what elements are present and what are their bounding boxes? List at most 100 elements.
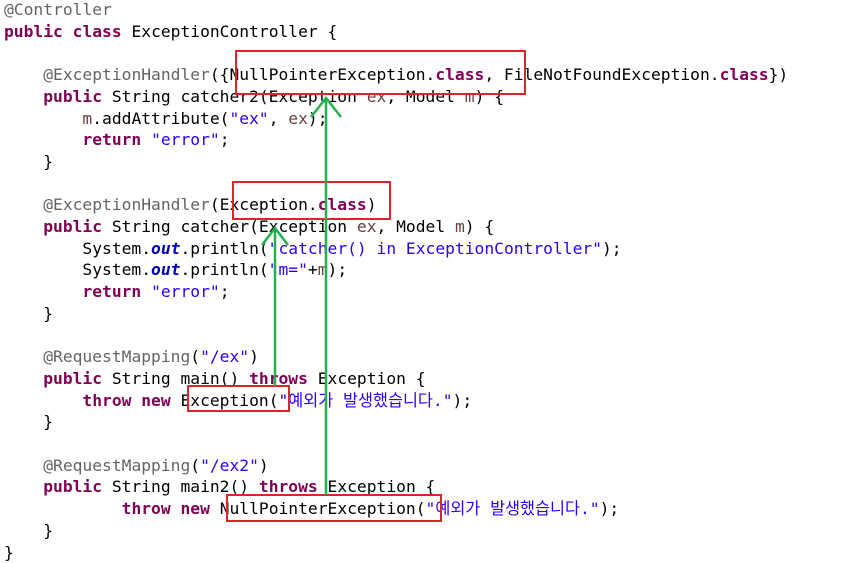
code-token: String catcher2(Exception: [102, 87, 367, 106]
code-token: );: [600, 499, 620, 518]
code-token: return: [82, 282, 141, 301]
code-token: System.: [4, 260, 151, 279]
code-token: ): [249, 347, 259, 366]
code-token: ExceptionController {: [122, 22, 338, 41]
code-token: .println(: [180, 260, 268, 279]
code-token: [131, 391, 141, 410]
code-token: @ExceptionHandler: [43, 195, 210, 214]
code-token: String catcher(Exception: [102, 217, 357, 236]
code-line[interactable]: throw new NullPointerException("예외가 발생했습…: [4, 498, 619, 520]
code-token: [4, 391, 82, 410]
code-line[interactable]: @Controller: [4, 0, 112, 21]
code-token: [4, 109, 82, 128]
code-token: throws: [249, 369, 308, 388]
code-token: public: [43, 217, 102, 236]
code-token: , Model: [386, 87, 464, 106]
code-line[interactable]: m.addAttribute("ex", ex);: [4, 108, 328, 130]
code-token: +: [308, 260, 318, 279]
code-token: [4, 130, 82, 149]
code-line[interactable]: }: [4, 303, 53, 325]
code-line[interactable]: @ExceptionHandler(Exception.class): [4, 194, 377, 216]
code-token: (Exception.: [210, 195, 318, 214]
code-token: class: [720, 65, 769, 84]
code-token: }: [4, 304, 53, 323]
code-token: @ExceptionHandler: [43, 65, 210, 84]
code-line[interactable]: }: [4, 520, 53, 542]
code-line[interactable]: public String main2() throws Exception {: [4, 476, 435, 498]
code-token: class: [73, 22, 122, 41]
code-token: , FileNotFoundException.: [484, 65, 719, 84]
code-token: ex: [288, 109, 308, 128]
code-token: }: [4, 521, 53, 540]
code-token: "error": [151, 130, 220, 149]
code-token: [63, 22, 73, 41]
code-token: "catcher() in ExceptionController": [269, 239, 602, 258]
code-line[interactable]: System.out.println("m="+m);: [4, 259, 347, 281]
code-token: @Controller: [4, 0, 112, 19]
code-token: m: [455, 217, 465, 236]
code-token: }): [769, 65, 789, 84]
code-token: return: [82, 130, 141, 149]
code-token: class: [318, 195, 367, 214]
code-token: Exception {: [308, 369, 426, 388]
code-line[interactable]: return "error";: [4, 129, 230, 151]
code-token: ;: [220, 130, 230, 149]
code-token: "/ex2": [200, 456, 259, 475]
code-token: public: [43, 477, 102, 496]
code-line[interactable]: System.out.println("catcher() in Excepti…: [4, 238, 622, 260]
code-token: [4, 456, 43, 475]
code-line[interactable]: return "error";: [4, 281, 230, 303]
code-line[interactable]: public class ExceptionController {: [4, 21, 337, 43]
code-line[interactable]: public String main() throws Exception {: [4, 368, 426, 390]
code-token: [4, 282, 82, 301]
code-token: NullPointerException(: [210, 499, 426, 518]
code-token: throw: [82, 391, 131, 410]
code-token: );: [328, 260, 348, 279]
code-token: ): [367, 195, 377, 214]
code-token: "예외가 발생했습니다.": [279, 391, 453, 410]
code-token: [141, 130, 151, 149]
code-token: String main2(): [102, 477, 259, 496]
code-line[interactable]: @ExceptionHandler({NullPointerException.…: [4, 64, 788, 86]
code-token: m: [465, 87, 475, 106]
code-token: [4, 87, 43, 106]
code-token: new: [180, 499, 209, 518]
code-token: [4, 477, 43, 496]
code-token: [4, 369, 43, 388]
code-token: ex: [357, 217, 377, 236]
code-line[interactable]: throw new Exception("예외가 발생했습니다.");: [4, 390, 472, 412]
code-token: throws: [259, 477, 318, 496]
code-token: String main(): [102, 369, 249, 388]
code-token: @RequestMapping: [43, 347, 190, 366]
code-token: ,: [269, 109, 289, 128]
code-token: }: [4, 543, 14, 562]
code-token: .println(: [180, 239, 268, 258]
code-token: ) {: [465, 217, 494, 236]
code-token: [171, 499, 181, 518]
code-token: "m=": [269, 260, 308, 279]
code-token: [4, 195, 43, 214]
code-token: throw: [122, 499, 171, 518]
code-line[interactable]: }: [4, 151, 53, 173]
code-token: .addAttribute(: [92, 109, 229, 128]
code-token: (: [190, 347, 200, 366]
code-token: new: [141, 391, 170, 410]
code-token: public: [43, 87, 102, 106]
code-token: ;: [220, 282, 230, 301]
code-line[interactable]: public String catcher(Exception ex, Mode…: [4, 216, 494, 238]
code-token: "error": [151, 282, 220, 301]
code-token: [141, 282, 151, 301]
code-token: );: [453, 391, 473, 410]
code-line[interactable]: }: [4, 542, 14, 563]
code-token: Exception(: [171, 391, 279, 410]
code-token: m: [82, 109, 92, 128]
code-token: ex: [367, 87, 387, 106]
code-line[interactable]: @RequestMapping("/ex"): [4, 346, 259, 368]
code-token: Exception {: [318, 477, 436, 496]
code-line[interactable]: public String catcher2(Exception ex, Mod…: [4, 86, 504, 108]
code-line[interactable]: }: [4, 411, 53, 433]
code-token: class: [435, 65, 484, 84]
code-line[interactable]: @RequestMapping("/ex2"): [4, 455, 269, 477]
code-token: out: [151, 260, 180, 279]
